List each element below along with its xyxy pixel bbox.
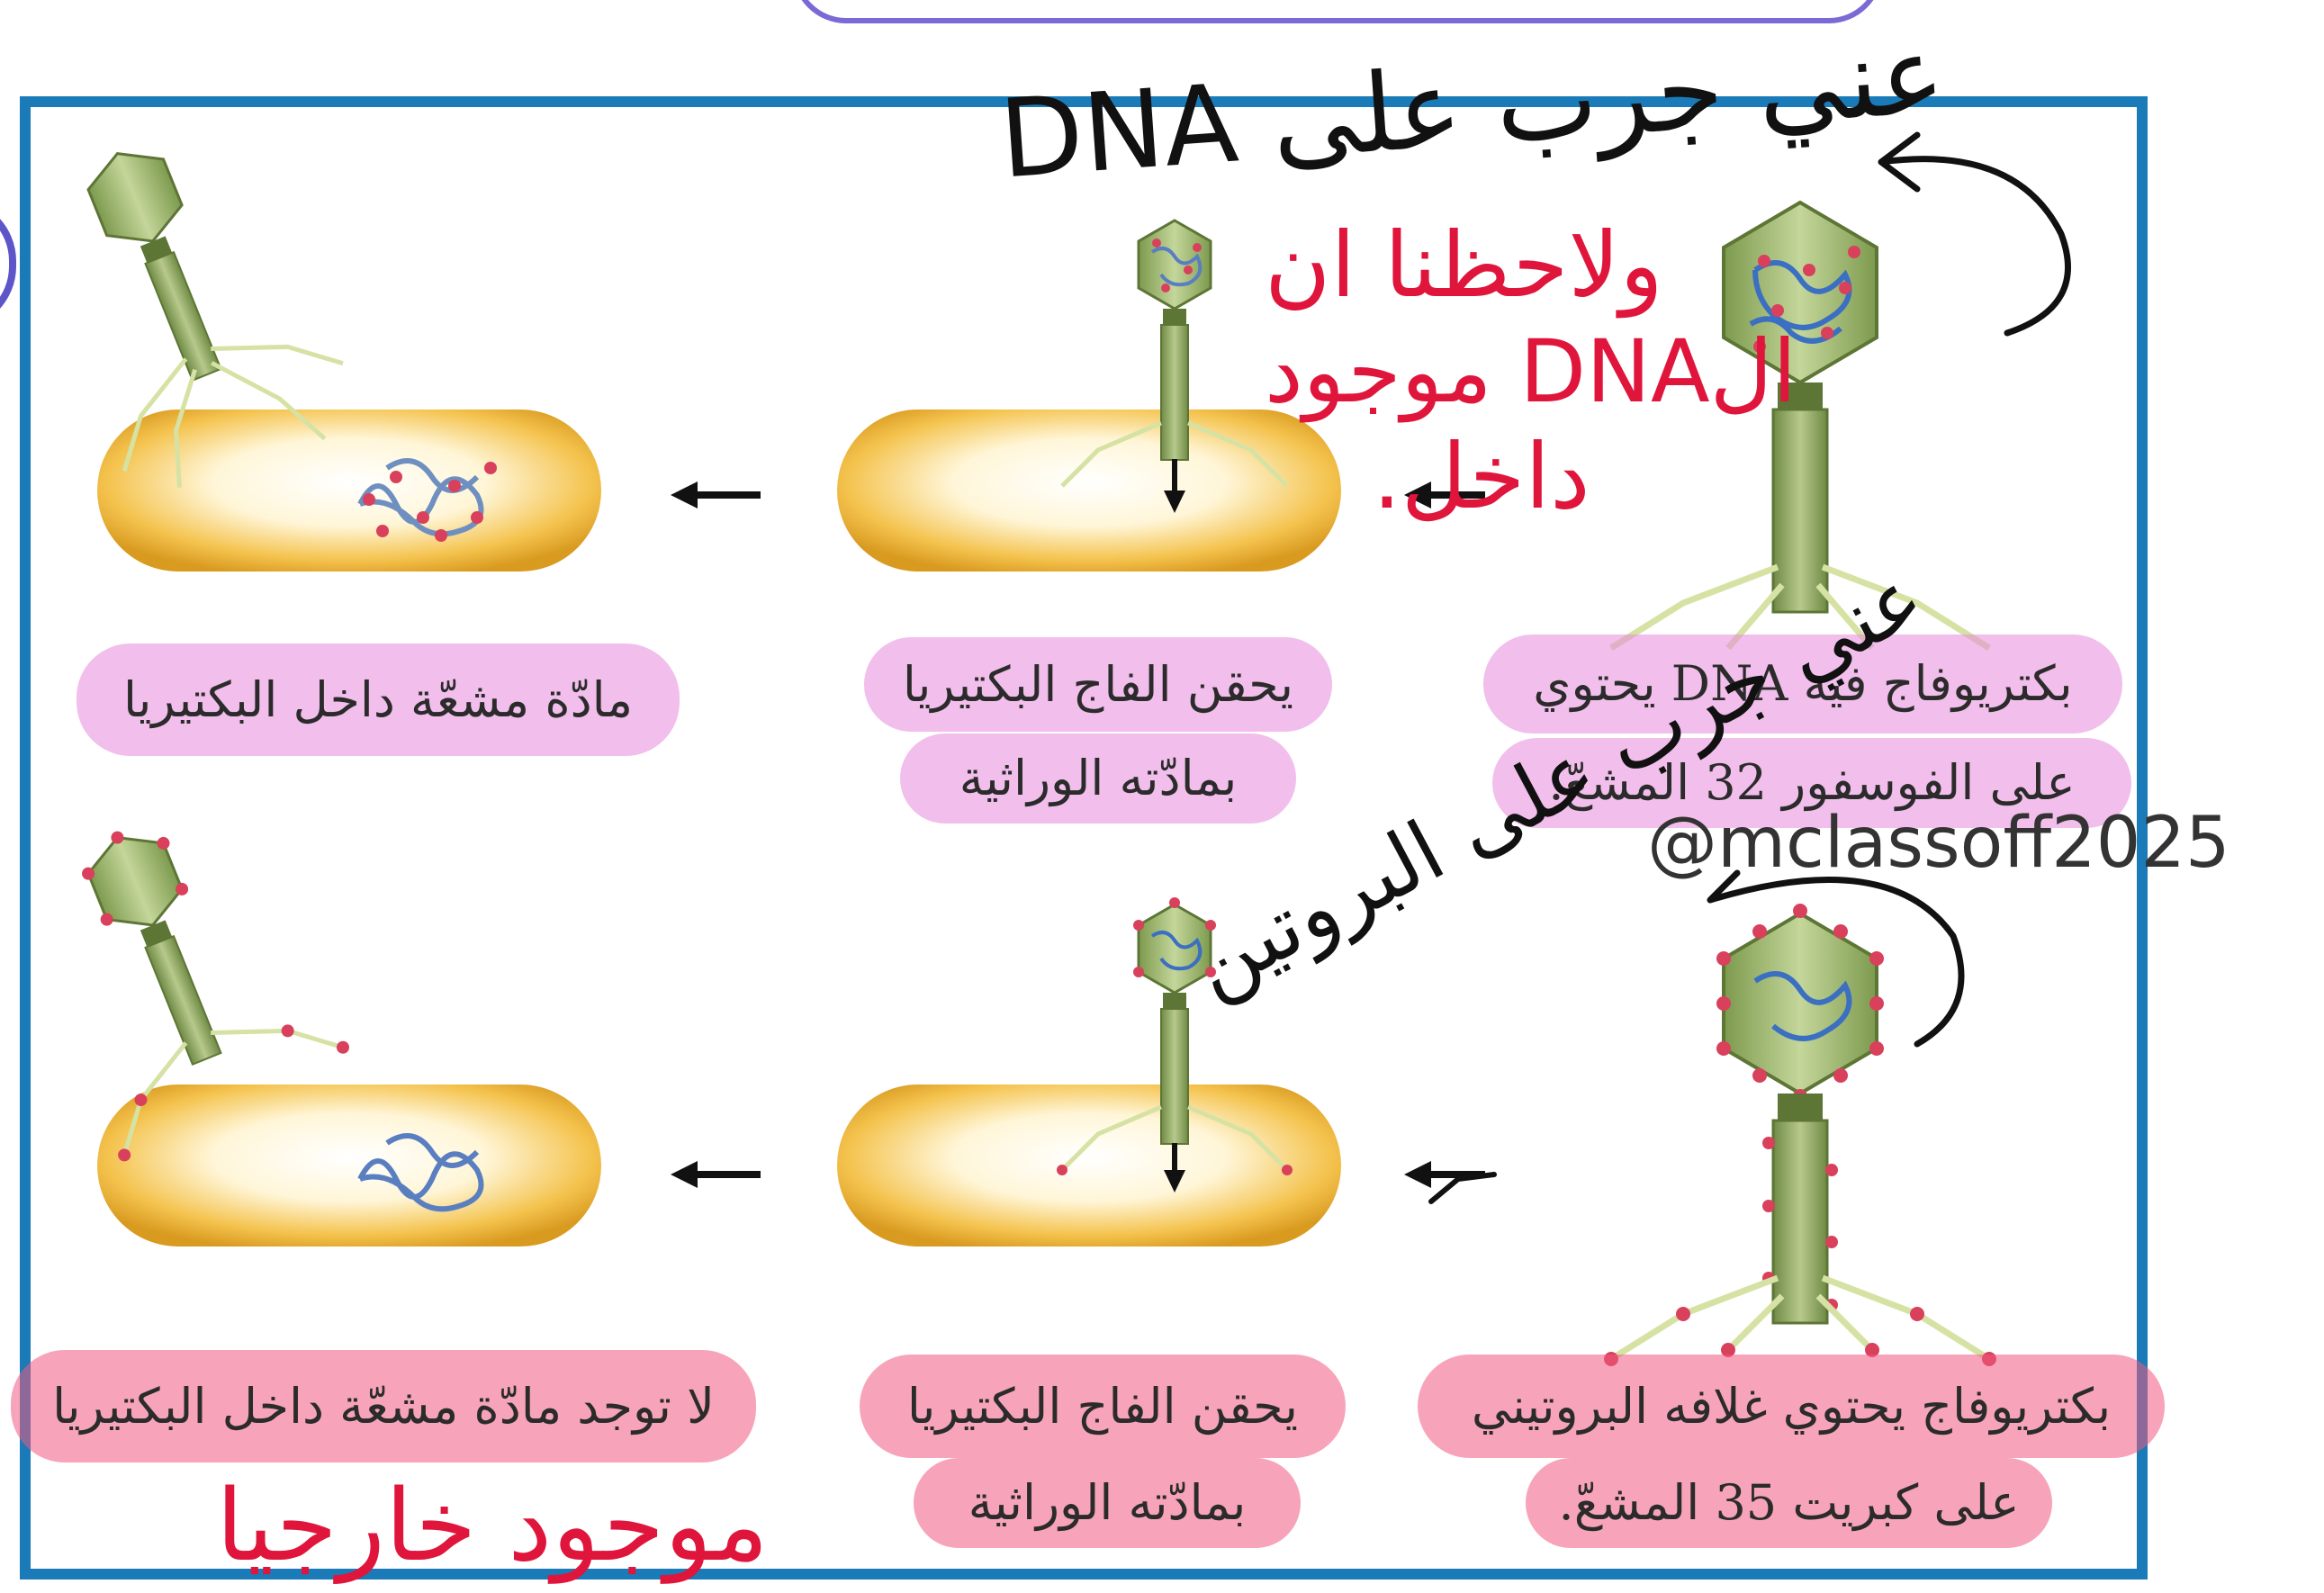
annotation-outside: موجود خارجيا <box>216 1476 769 1575</box>
watermark: @mclassoff2025 <box>1647 808 2230 878</box>
label-bottom-left: لا توجد مادّة مشعّة داخل البكتيريا <box>11 1350 756 1462</box>
arrow-top-left <box>671 482 761 508</box>
label-top-middle-line1: يحقن الفاج البكتيريا <box>864 637 1332 732</box>
label-top-left: مادّة مشعّة داخل البكتيريا <box>77 644 680 756</box>
label-bottom-right-line1: بكتريوفاج يحتوي غلافه البروتيني <box>1418 1354 2165 1458</box>
handwritten-pointer <box>1431 1174 1494 1202</box>
handwritten-arrow-top <box>1881 135 2068 333</box>
bacterium-top-left <box>97 410 601 572</box>
bacterium-bottom-middle <box>837 1084 1341 1246</box>
annotation-observed-line1: ولاحظنا ان <box>1265 220 1663 310</box>
bacterium-top-middle <box>837 410 1341 572</box>
annotation-observed-line3: داخل. <box>1373 432 1590 522</box>
phage-bottom-right <box>1604 904 1996 1366</box>
label-bottom-middle-line1: يحقن الفاج البكتيريا <box>860 1354 1346 1458</box>
label-bottom-right-line2: على كبريت 35 المشعّ. <box>1526 1458 2052 1548</box>
phage-top-right <box>1611 202 1989 648</box>
arrow-bottom-left <box>671 1161 761 1188</box>
label-top-middle-line2: بمادّته الوراثية <box>900 734 1296 824</box>
label-bottom-middle-line2: بمادّته الوراثية <box>914 1458 1301 1548</box>
bacterium-bottom-left <box>97 1084 601 1246</box>
annotation-observed-line2: الDNA موجود <box>1265 328 1797 415</box>
